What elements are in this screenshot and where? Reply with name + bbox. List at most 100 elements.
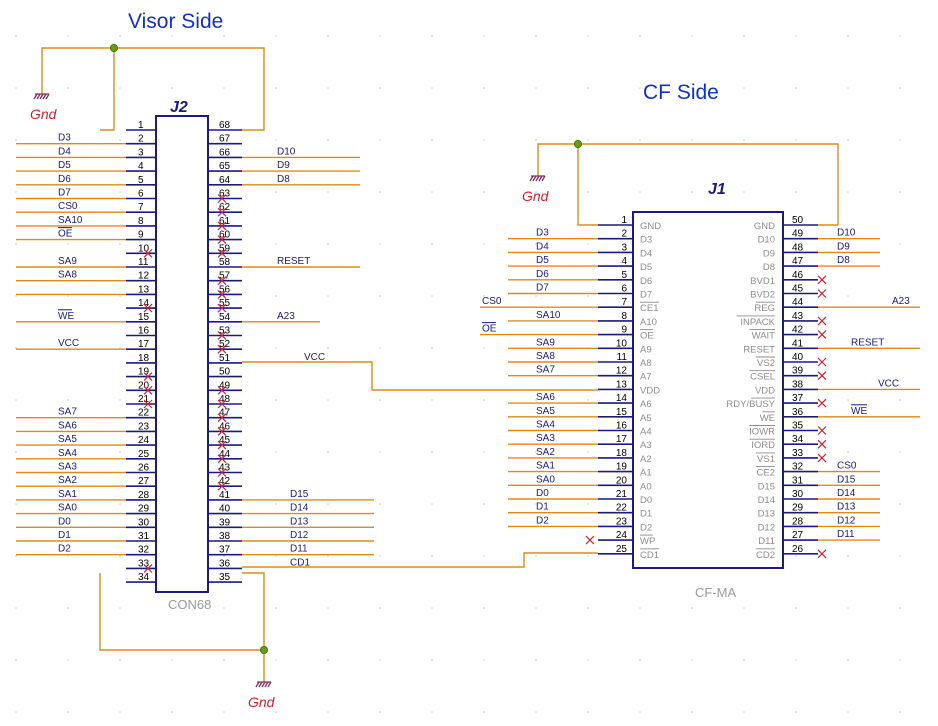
j2-pin-52[interactable]: 52 [208,339,242,354]
j2-pin-59[interactable]: 59 [208,243,242,258]
j2-pin-47[interactable]: 47 [208,408,242,423]
j2-pin-56[interactable]: 56 [208,284,242,299]
j2-pin-19[interactable]: 19 [126,367,156,382]
j2-pin-46[interactable]: 46 [208,421,242,436]
j2-connector[interactable]: 12D33D44D55D66D77CS08SA109OE1011SA912SA8… [16,99,374,612]
j2-pin-62[interactable]: 62 [208,202,242,217]
j2-pin-4[interactable]: 4D5 [16,160,156,172]
j2-pin-18[interactable]: 18 [126,353,156,364]
j2-pin-5[interactable]: 5D6 [16,174,156,186]
j2-pin-50[interactable]: 50 [208,367,242,378]
j2-pin-60[interactable]: 60 [208,230,242,245]
j2-pin-57[interactable]: 57 [208,271,242,286]
j2-pin-43[interactable]: 43 [208,463,242,477]
j2-pin-9[interactable]: 9OE [16,227,156,241]
j2-pin-49[interactable]: 49 [208,380,242,395]
j2-pin-1[interactable]: 1 [126,120,156,131]
j2-pin-61[interactable]: 61 [208,216,242,231]
j2-pin-16[interactable]: 16 [126,326,156,337]
j2-pin-21[interactable]: 21 [126,394,156,409]
j2-pin-48[interactable]: 48 [208,394,242,409]
j2-pin-63[interactable]: 63 [208,189,242,203]
j2-pin-45[interactable]: 45 [208,435,242,450]
j2-pin-6[interactable]: 6D7 [16,188,156,200]
j2-pin-42[interactable]: 42 [208,476,242,491]
j2-pin-55[interactable]: 55 [208,298,242,313]
j1-connector[interactable]: 1GND2D3D33D4D44D5D55D6D66D7D77CE1CS08A10… [480,181,920,600]
j2-pin-35[interactable]: 35 [208,572,242,583]
j2-pin-13[interactable]: 13 [16,284,156,295]
j2-pin-20[interactable]: 20 [126,380,156,395]
j2-pin-2[interactable]: 2D3 [16,133,156,145]
j2-pin-68[interactable]: 68 [208,120,242,131]
j2-pin-44[interactable]: 44 [208,449,242,464]
